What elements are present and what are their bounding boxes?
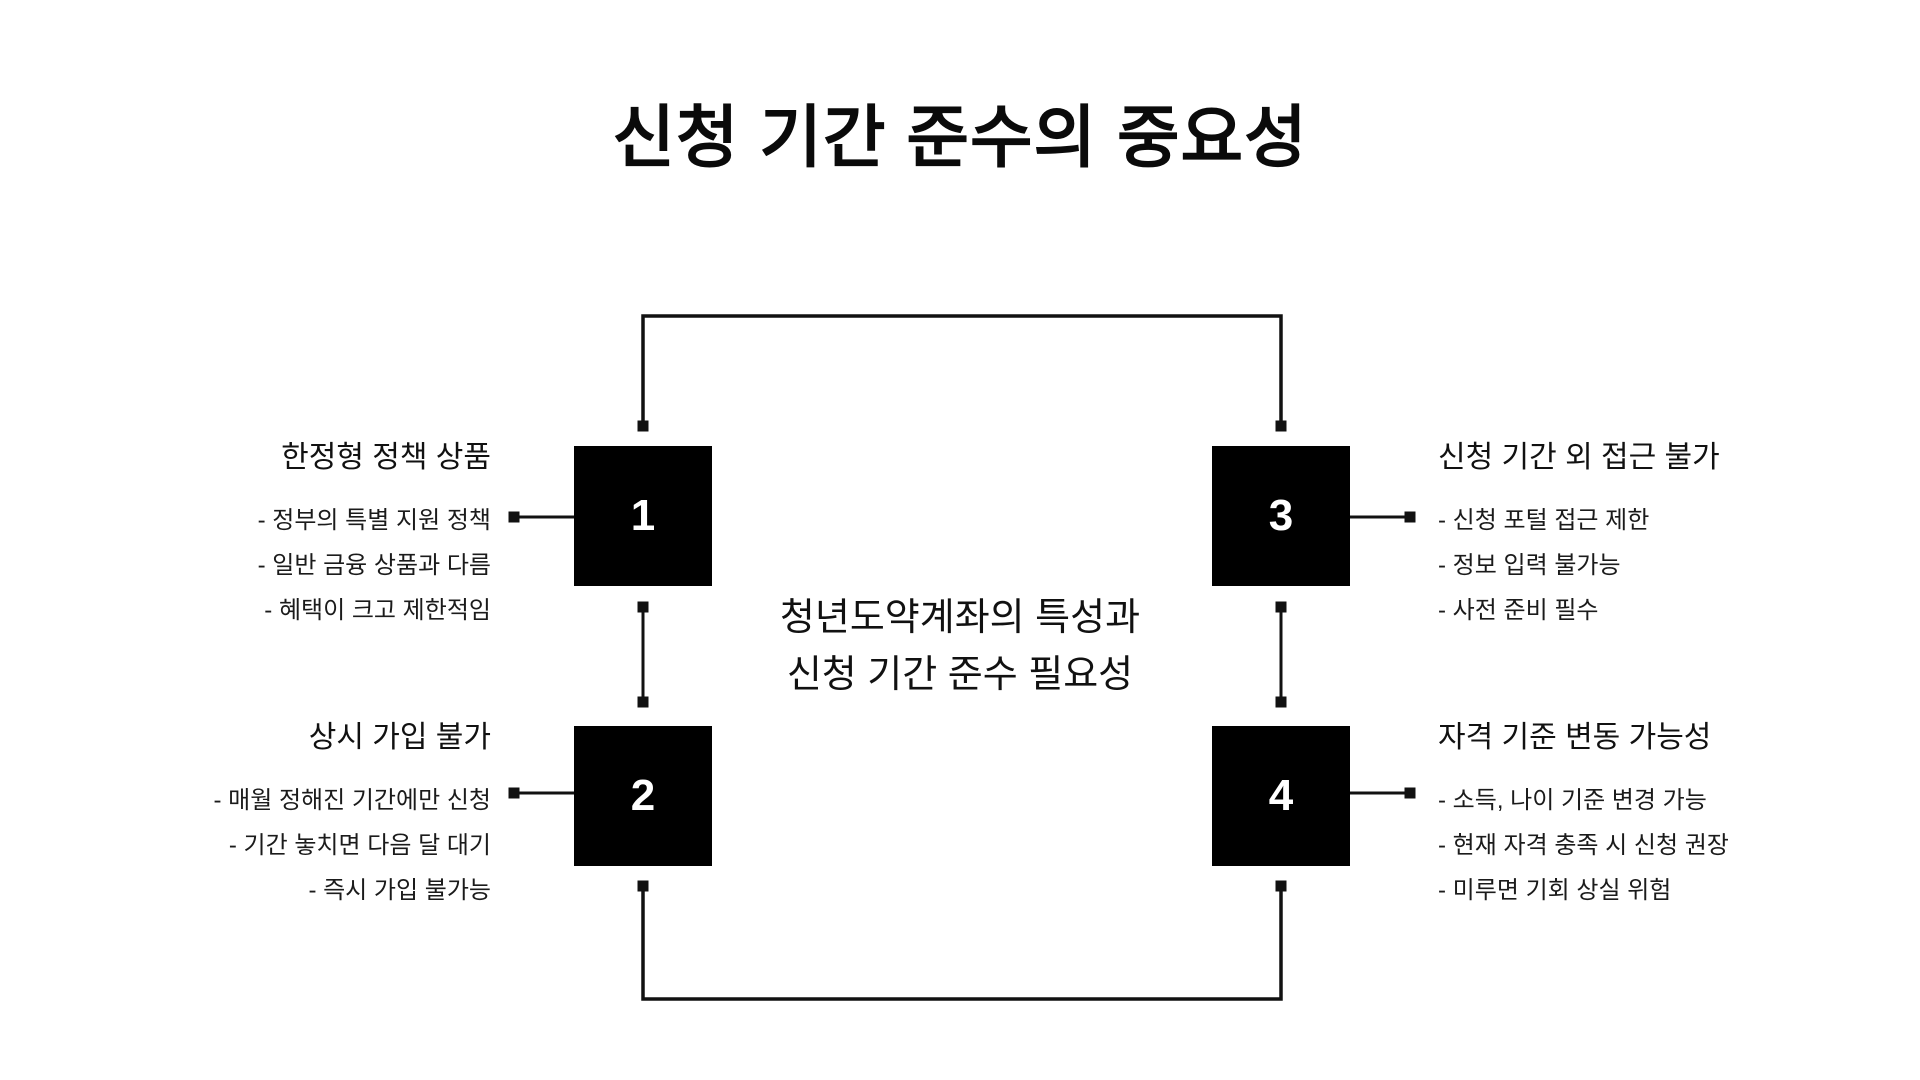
leader-line-node3	[1350, 511, 1416, 523]
center-caption-line-1: 청년도약계좌의 특성과	[779, 597, 1141, 639]
connector-node3-node4	[1275, 601, 1287, 708]
node-bullet: - 기간 놓치면 다음 달 대기	[228, 832, 491, 859]
node-box-4: 4	[1212, 726, 1350, 866]
node-heading-1: 한정형 정책 상품	[281, 441, 491, 474]
node-number-2: 2	[630, 771, 656, 820]
node-label-group-4: 자격 기준 변동 가능성 - 소득, 나이 기준 변경 가능 - 현재 자격 충…	[1438, 718, 1808, 913]
node-number-1: 1	[630, 491, 656, 540]
node-bullet: - 신청 포털 접근 제한	[1438, 507, 1650, 534]
node-number-3: 3	[1268, 491, 1294, 540]
node-box-1: 1	[574, 446, 712, 586]
node-bullet: - 정부의 특별 지원 정책	[257, 507, 491, 534]
connector-bottom-bracket	[637, 880, 1287, 1001]
node-heading-4: 자격 기준 변동 가능성	[1438, 721, 1712, 754]
node-label-group-2: 상시 가입 불가 - 매월 정해진 기간에만 신청 - 기간 놓치면 다음 달 …	[121, 718, 491, 913]
node-heading-3: 신청 기간 외 접근 불가	[1438, 441, 1720, 474]
center-caption: 청년도약계좌의 특성과 신청 기간 준수 필요성	[660, 590, 1260, 704]
connector-node1-node2	[637, 601, 649, 708]
node-bullet: - 일반 금융 상품과 다름	[257, 552, 491, 579]
node-bullet: - 즉시 가입 불가능	[308, 877, 491, 904]
node-bullet: - 사전 준비 필수	[1438, 597, 1599, 624]
connector-top-bracket	[637, 314, 1287, 432]
node-box-2: 2	[574, 726, 712, 866]
node-box-3: 3	[1212, 446, 1350, 586]
node-number-4: 4	[1268, 771, 1294, 820]
node-label-group-1: 한정형 정책 상품 - 정부의 특별 지원 정책 - 일반 금융 상품과 다름 …	[121, 438, 491, 633]
center-caption-line-2: 신청 기간 준수 필요성	[786, 654, 1134, 696]
node-bullet: - 소득, 나이 기준 변경 가능	[1438, 787, 1707, 814]
node-bullet: - 매월 정해진 기간에만 신청	[213, 787, 491, 814]
node-heading-2: 상시 가입 불가	[308, 721, 491, 754]
leader-line-node4	[1350, 787, 1416, 799]
node-label-group-3: 신청 기간 외 접근 불가 - 신청 포털 접근 제한 - 정보 입력 불가능 …	[1438, 438, 1808, 633]
page-title: 신청 기간 준수의 중요성	[612, 100, 1308, 176]
node-bullet: - 현재 자격 충족 시 신청 권장	[1438, 832, 1729, 859]
leader-line-node2	[508, 787, 574, 799]
node-bullet: - 정보 입력 불가능	[1438, 552, 1621, 579]
leader-line-node1	[508, 511, 574, 523]
node-bullet: - 미루면 기회 상실 위험	[1438, 877, 1672, 904]
node-bullet: - 혜택이 크고 제한적임	[264, 597, 491, 624]
